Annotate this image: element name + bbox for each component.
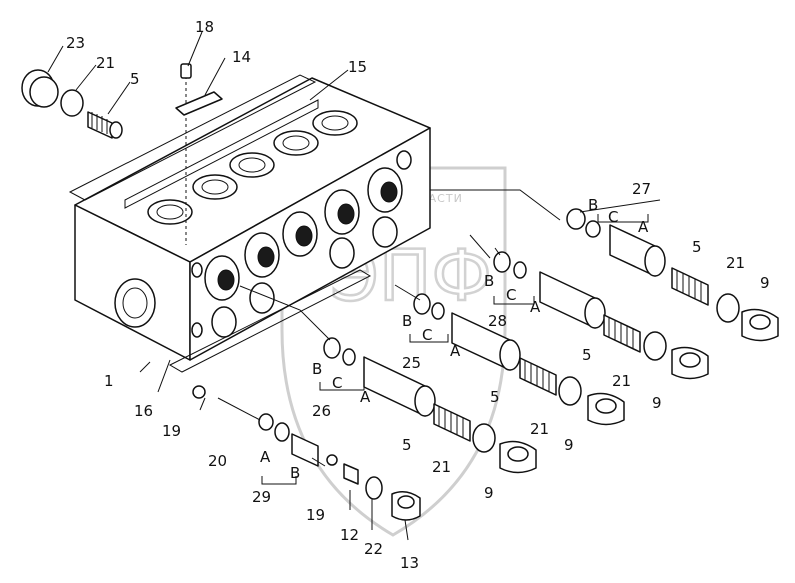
label-12: 12 (340, 526, 359, 544)
side-bores (191, 150, 412, 338)
group-brackets (261, 214, 649, 485)
left-plug-group (21, 69, 123, 139)
label-21: 21 (530, 420, 549, 438)
label-23: 23 (66, 34, 85, 52)
label-25-c: C (422, 326, 432, 344)
label-5: 5 (582, 346, 592, 364)
label-1: 1 (104, 372, 114, 390)
label-25-b: B (402, 312, 412, 330)
label-16: 16 (134, 402, 153, 420)
label-28-b: B (484, 272, 494, 290)
spool-26-set (323, 337, 537, 474)
label-21: 21 (432, 458, 451, 476)
label-25-a: A (450, 342, 461, 360)
label-21: 21 (726, 254, 745, 272)
part-labels: 23 21 5 18 14 15 27 B C A 5 21 9 B C 28 … (66, 18, 770, 572)
label-26-a: A (360, 388, 371, 406)
label-26: 26 (312, 402, 331, 420)
label-21: 21 (612, 372, 631, 390)
label-5: 5 (692, 238, 702, 256)
label-20: 20 (208, 452, 227, 470)
label-27: 27 (632, 180, 651, 198)
label-29-b: B (290, 464, 300, 482)
label-27-b: B (588, 196, 598, 214)
label-15: 15 (348, 58, 367, 76)
label-26-b: B (312, 360, 322, 378)
label-19: 19 (306, 506, 325, 524)
check-29-set (192, 385, 421, 521)
spool-25-set (413, 293, 625, 426)
label-18: 18 (195, 18, 214, 36)
label-28-c: C (506, 286, 516, 304)
label-9: 9 (564, 436, 574, 454)
label-21: 21 (96, 54, 115, 72)
label-14: 14 (232, 48, 251, 66)
label-5: 5 (402, 436, 412, 454)
label-27-c: C (608, 208, 618, 226)
label-9: 9 (484, 484, 494, 502)
label-22: 22 (364, 540, 383, 558)
plate-14 (175, 91, 223, 116)
label-28: 28 (488, 312, 507, 330)
label-9: 9 (760, 274, 770, 292)
leader-lines (47, 31, 661, 541)
label-9: 9 (652, 394, 662, 412)
label-13: 13 (400, 554, 419, 572)
label-25: 25 (402, 354, 421, 372)
spool-28-set (493, 251, 709, 380)
screw-18 (180, 63, 192, 79)
spool-27-set (566, 208, 779, 342)
valve-body (68, 63, 431, 373)
label-26-c: C (332, 374, 342, 392)
label-27-a: A (638, 218, 649, 236)
top-ports (147, 110, 358, 225)
label-5: 5 (130, 70, 140, 88)
label-29-a: A (260, 448, 271, 466)
label-28-a: A (530, 298, 541, 316)
label-29: 29 (252, 488, 271, 506)
label-19: 19 (162, 422, 181, 440)
label-5: 5 (490, 388, 500, 406)
